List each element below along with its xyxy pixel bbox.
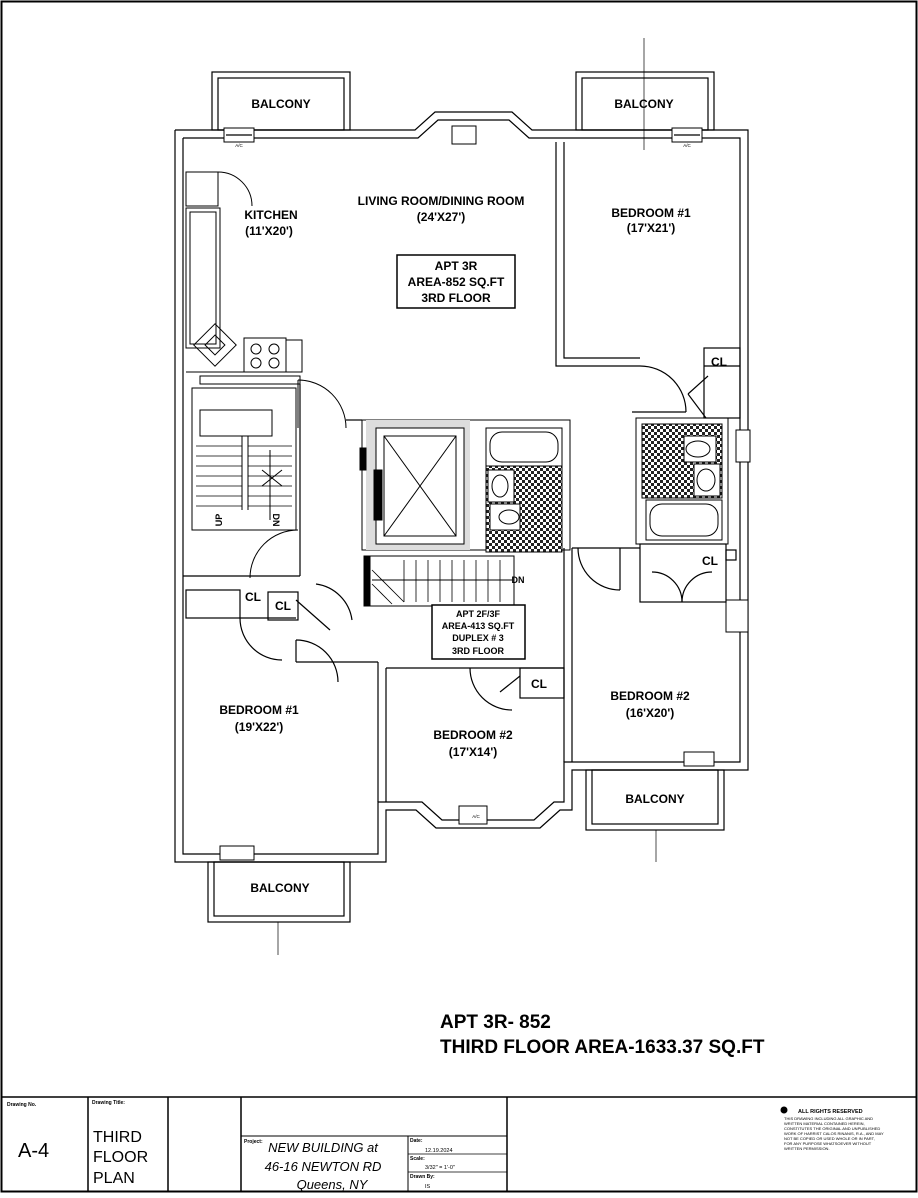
- project-label: Project:: [244, 1139, 263, 1145]
- drawing-no-label: Drawing No.: [7, 1102, 37, 1108]
- rights-line: CONSTITUTES THE ORIGINAL AND UNPUBLISHED: [784, 1126, 880, 1131]
- closet-label: CL: [711, 355, 727, 369]
- apt3r-line: 3RD FLOOR: [421, 291, 491, 305]
- bedroom1-left-dim: (19'X22'): [235, 720, 283, 734]
- bedroom1-right-label: BEDROOM #1: [611, 206, 691, 220]
- elevator-core: [359, 419, 571, 551]
- title-block: [2, 1096, 916, 1191]
- stair-dn-label: DN: [271, 514, 281, 527]
- rights-line: WORK OF HARRIST CALOS RINANIS, R.A., AND…: [784, 1131, 884, 1136]
- summary-line-1: APT 3R- 852: [440, 1012, 551, 1033]
- stair-left: [191, 379, 347, 579]
- project-line: NEW BUILDING at: [268, 1140, 379, 1155]
- balcony-label: BALCONY: [625, 792, 684, 806]
- bedroom1-left-label: BEDROOM #1: [219, 703, 299, 717]
- living-label: LIVING ROOM/DINING ROOM: [358, 194, 525, 208]
- balcony-bottom-left: [207, 845, 351, 923]
- date-label: Date:: [410, 1138, 423, 1144]
- centerlines: [277, 38, 657, 955]
- summary-line-2: THIRD FLOOR AREA-1633.37 SQ.FT: [440, 1037, 765, 1058]
- bedroom2-mid-label: BEDROOM #2: [433, 728, 513, 742]
- kitchen-dim: (11'X20'): [245, 224, 293, 238]
- rights-line: FOR ANY PURPOSE WHATSOEVER WITHOUT: [784, 1141, 872, 1146]
- interior-walls: [183, 142, 741, 802]
- title-line: THIRD: [93, 1129, 142, 1146]
- drawing-title-label: Drawing Title:: [92, 1100, 125, 1106]
- drawn-by-value: IS: [425, 1184, 431, 1190]
- right-bathroom: [635, 417, 729, 545]
- project-line: Queens, NY: [297, 1177, 369, 1192]
- closet-label: CL: [531, 677, 547, 691]
- kitchen-label: KITCHEN: [244, 208, 297, 222]
- living-dim: (24'X27'): [417, 210, 465, 224]
- balcony-top-left: [211, 71, 351, 143]
- apt3r-line: AREA-852 SQ.FT: [408, 275, 505, 289]
- duplex-line: AREA-413 SQ.FT: [442, 621, 515, 631]
- duplex-stair: [363, 555, 515, 607]
- duplex-area-box: APT 2F/3F AREA-413 SQ.FT DUPLEX # 3 3RD …: [431, 604, 526, 660]
- duplex-line: 3RD FLOOR: [452, 646, 505, 656]
- balcony-bottom-right: [585, 751, 725, 831]
- date-value: 12.19.2024: [425, 1148, 453, 1154]
- scale-label: Scale:: [410, 1156, 425, 1162]
- closet-label: CL: [702, 554, 718, 568]
- ac-label: A/C: [683, 143, 691, 148]
- bedroom1-right-dim: (17'X21'): [627, 221, 675, 235]
- room-labels: BALCONY BALCONY BALCONY BALCONY KITCHEN …: [214, 97, 727, 895]
- balcony-top-right: [575, 71, 715, 143]
- bedroom2-right-dim: (16'X20'): [626, 706, 674, 720]
- title-line: FLOOR: [93, 1149, 148, 1166]
- center-bathroom: [485, 427, 563, 553]
- rights-title: ALL RIGHTS RESERVED: [798, 1109, 863, 1115]
- balcony-label: BALCONY: [250, 881, 309, 895]
- ac-label: A/C: [235, 143, 243, 148]
- rights-line: WRITTEN PERMISSION.: [784, 1146, 830, 1151]
- kitchen: [185, 171, 303, 385]
- title-line: PLAN: [93, 1170, 135, 1187]
- ac-label: A/C: [472, 814, 480, 819]
- balcony-label: BALCONY: [251, 97, 310, 111]
- stair-up-label: UP: [214, 514, 224, 527]
- rights-line: WRITTEN MATERIAL CONTAINED HEREIN,: [784, 1121, 865, 1126]
- closet-label: CL: [275, 599, 291, 613]
- rights-line: NOT BE COPIED OR USED WHOLE OR IN PART,: [784, 1136, 875, 1141]
- balcony-label: BALCONY: [614, 97, 673, 111]
- bedroom2-mid-dim: (17'X14'): [449, 745, 497, 759]
- bedroom2-right-label: BEDROOM #2: [610, 689, 690, 703]
- apt3r-line: APT 3R: [435, 259, 478, 273]
- drawing-no: A-4: [18, 1140, 49, 1162]
- closet-label: CL: [245, 590, 261, 604]
- duplex-line: APT 2F/3F: [456, 609, 501, 619]
- copyright-icon: [780, 1106, 788, 1114]
- apt3r-area-box: APT 3R AREA-852 SQ.FT 3RD FLOOR: [396, 254, 516, 309]
- ac-units: [451, 125, 751, 825]
- title-block-text: Drawing No. A-4 Drawing Title: THIRD FLO…: [7, 1100, 884, 1192]
- scale-value: 3/32" = 1'-0": [425, 1165, 455, 1171]
- project-line: 46-16 NEWTON RD: [265, 1159, 382, 1174]
- rights-line: THIS DRAWING INCLUDING ALL GRAPHIC AND: [784, 1116, 873, 1121]
- drawn-by-label: Drawn By:: [410, 1174, 435, 1180]
- duplex-stair-dn-label: DN: [512, 575, 525, 585]
- exterior-walls: [174, 111, 749, 863]
- duplex-line: DUPLEX # 3: [452, 633, 504, 643]
